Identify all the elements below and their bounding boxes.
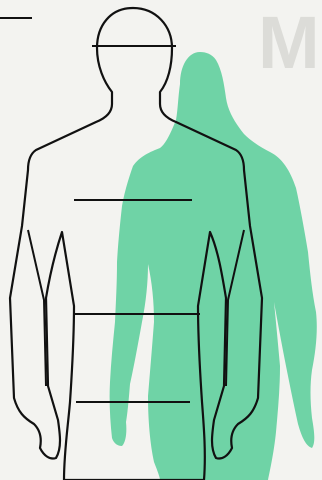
female-silhouette	[110, 52, 317, 480]
left-arm-inner-line	[28, 230, 46, 386]
